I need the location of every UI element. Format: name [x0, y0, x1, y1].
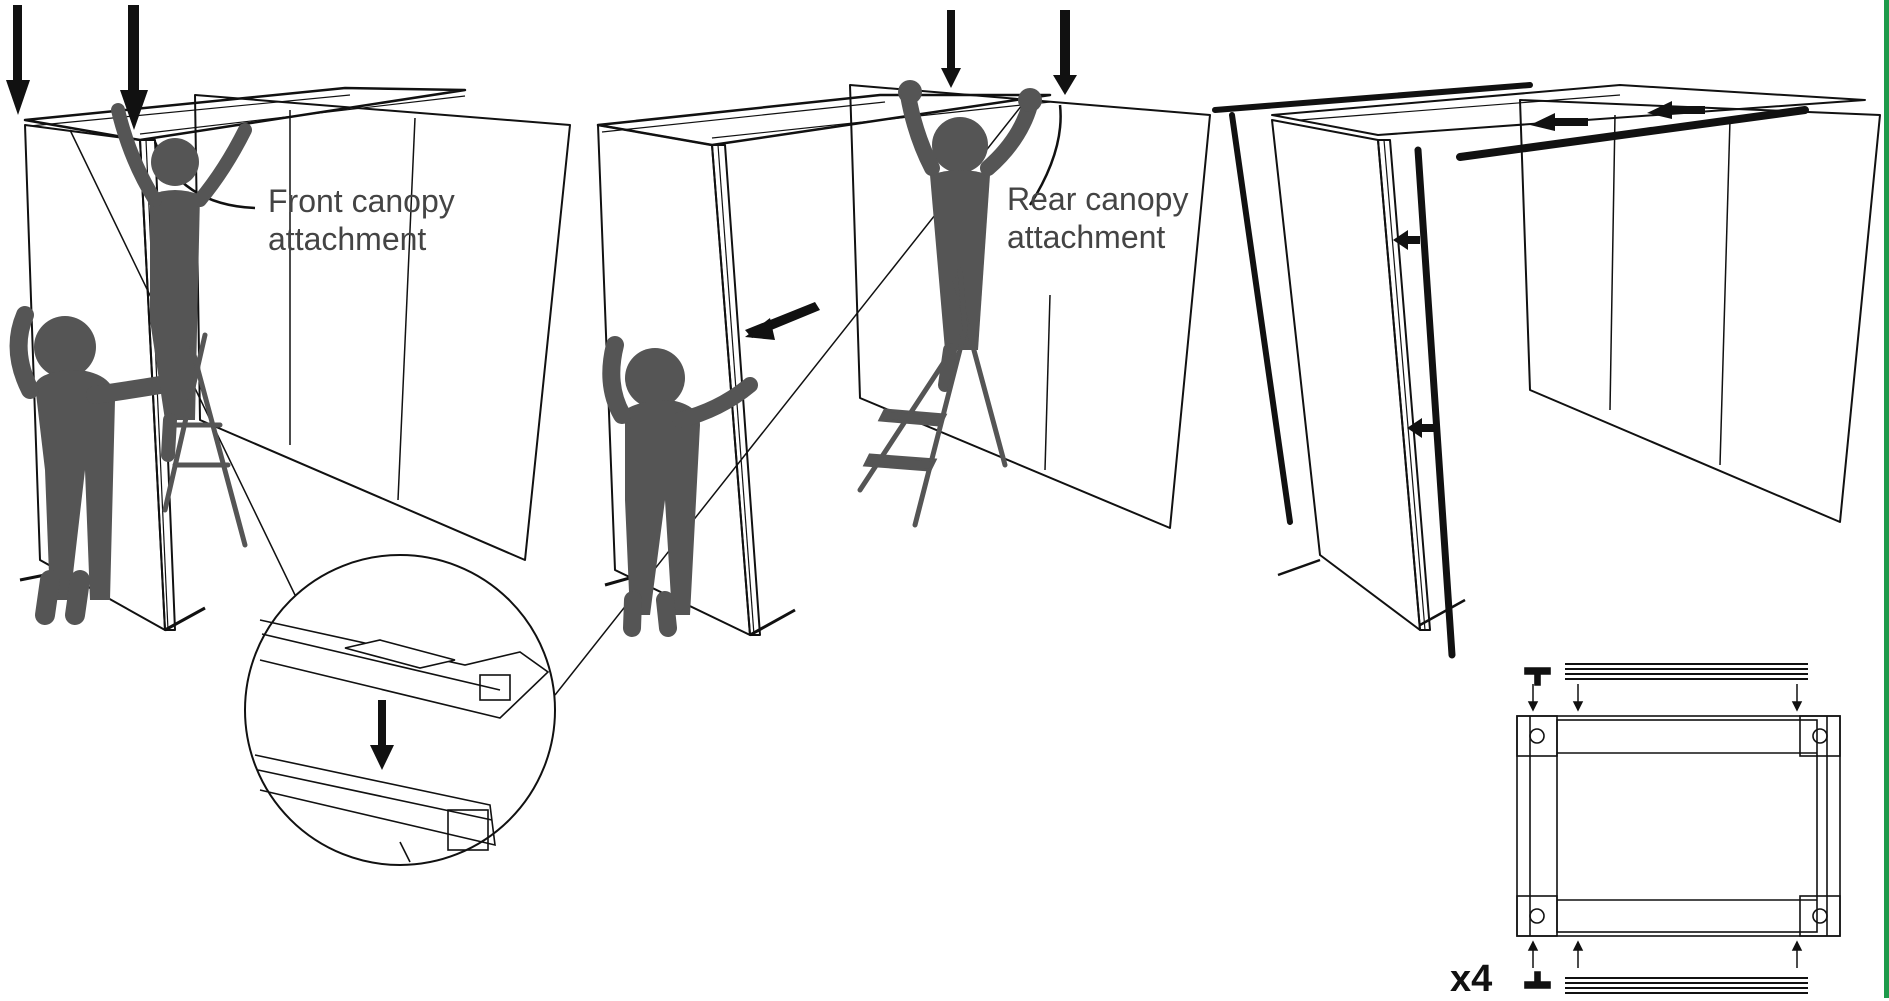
rear-canopy-label: Rear canopy attachment — [1007, 180, 1188, 256]
panel-side-rails — [1272, 85, 1880, 630]
person-holding-panel-1 — [19, 315, 160, 615]
person-holding-panel-2 — [611, 345, 750, 628]
page-edge-accent — [1884, 0, 1889, 998]
quantity-label: x4 — [1450, 957, 1492, 1001]
down-arrows-panel-2 — [941, 10, 1077, 95]
push-arrows-panel-3 — [1393, 101, 1705, 438]
person-on-ladder-panel-1 — [118, 110, 245, 455]
ladder-panel-2 — [860, 270, 1005, 525]
rails-panel-3 — [1215, 85, 1805, 655]
frame-arrows — [1529, 684, 1801, 968]
front-canopy-label: Front canopy attachment — [268, 182, 455, 258]
down-arrows-panel-1 — [6, 5, 148, 130]
frame-assembly-detail — [1517, 664, 1840, 993]
back-wall — [195, 95, 570, 560]
back-wall-3 — [1520, 100, 1880, 522]
side-arrow-panel-2 — [745, 302, 820, 340]
